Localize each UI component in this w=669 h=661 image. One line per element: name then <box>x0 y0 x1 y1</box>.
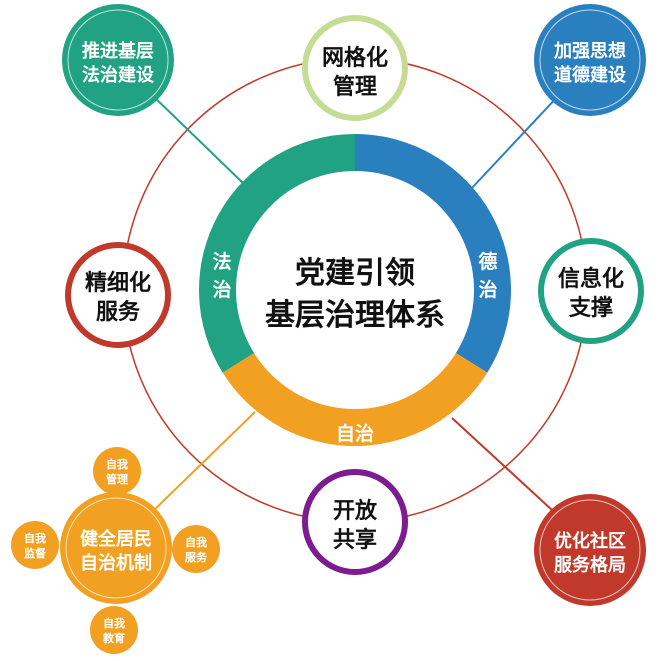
segment-label-fazhi-2: 治 <box>212 278 231 301</box>
svg-text:自我: 自我 <box>24 531 46 545</box>
svg-text:自我: 自我 <box>106 457 128 471</box>
segment-fazhi <box>198 134 355 373</box>
corner-moral-building: 加强思想 道德建设 <box>534 4 646 116</box>
svg-text:管理: 管理 <box>333 74 377 100</box>
corner-self-governance: 健全居民 自治机制 <box>60 492 172 604</box>
svg-text:加强思想: 加强思想 <box>553 40 626 62</box>
svg-text:优化社区: 优化社区 <box>554 530 626 552</box>
svg-text:信息化: 信息化 <box>558 266 624 292</box>
svg-text:自治机制: 自治机制 <box>80 552 152 574</box>
corner-law-building: 推进基层 法治建设 <box>62 4 174 116</box>
node-refined-service: 精细化 服务 <box>65 242 171 348</box>
self-item-supervision: 自我 监督 <box>11 521 59 569</box>
svg-text:法治建设: 法治建设 <box>82 64 154 86</box>
svg-text:推进基层: 推进基层 <box>82 40 154 62</box>
svg-text:教育: 教育 <box>102 631 125 645</box>
svg-text:网格化: 网格化 <box>322 45 388 71</box>
svg-text:自我: 自我 <box>103 616 125 630</box>
svg-text:监督: 监督 <box>24 546 46 560</box>
svg-text:精细化: 精细化 <box>85 270 151 296</box>
self-item-management: 自我 管理 <box>93 447 141 495</box>
donut-ring <box>198 134 511 446</box>
self-item-service: 自我 服务 <box>172 525 220 573</box>
center-circle <box>236 171 474 409</box>
node-open-sharing: 开放 共享 <box>302 469 408 575</box>
svg-text:开放: 开放 <box>333 498 378 524</box>
svg-text:健全居民: 健全居民 <box>80 528 152 550</box>
segment-label-dezhi-2: 治 <box>478 278 497 301</box>
svg-text:自我: 自我 <box>185 535 207 549</box>
corner-community-service: 优化社区 服务格局 <box>534 494 646 606</box>
node-info-support: 信息化 支撑 <box>538 238 644 344</box>
segment-label-fazhi-1: 法 <box>212 250 231 273</box>
svg-text:服务: 服务 <box>96 300 141 325</box>
segment-label-dezhi-1: 德 <box>478 250 497 273</box>
center-title-line1: 党建引领 <box>295 256 415 291</box>
svg-text:支撑: 支撑 <box>569 296 613 321</box>
svg-text:服务: 服务 <box>185 550 208 564</box>
segment-label-zizhi: 自治 <box>336 422 374 445</box>
self-item-education: 自我 教育 <box>90 606 138 654</box>
svg-text:服务格局: 服务格局 <box>554 554 626 576</box>
center-title-line2: 基层治理体系 <box>265 298 445 333</box>
svg-text:道德建设: 道德建设 <box>554 64 626 86</box>
node-grid-management: 网格化 管理 <box>302 15 408 121</box>
segment-dezhi <box>355 134 511 373</box>
svg-text:共享: 共享 <box>333 527 377 553</box>
svg-text:管理: 管理 <box>106 472 128 486</box>
segment-zizhi <box>222 352 488 446</box>
